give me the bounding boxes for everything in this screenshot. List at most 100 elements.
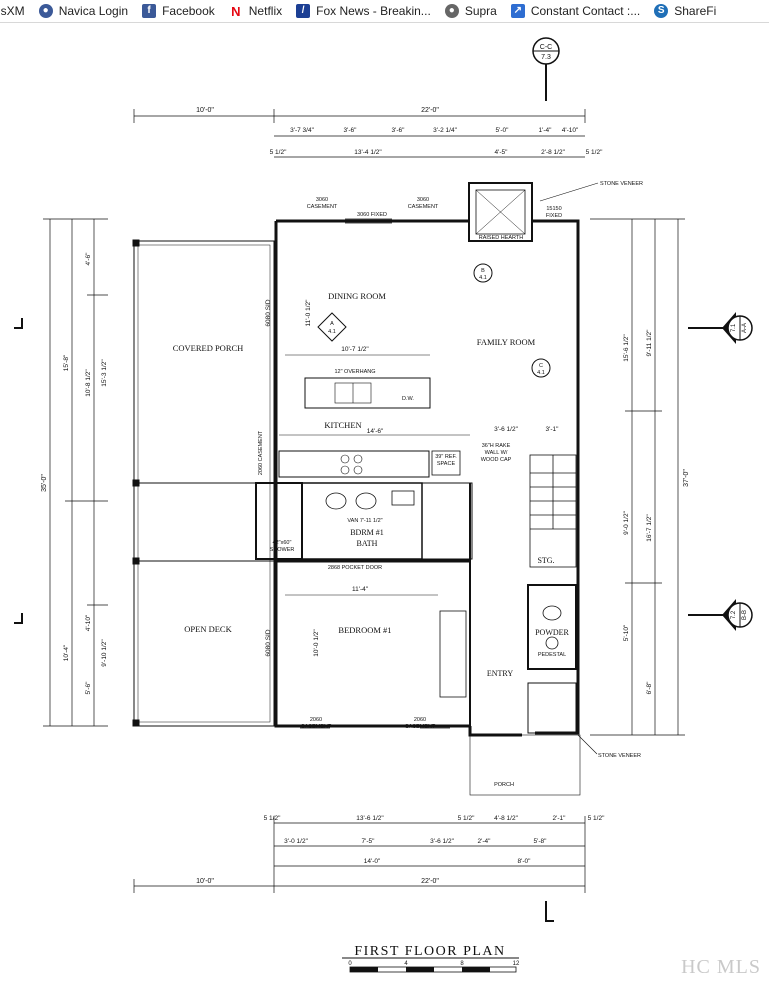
- dimension: 15'-8": [63, 354, 70, 371]
- note: 3060 FIXED: [357, 212, 387, 218]
- note: CASEMENT: [408, 204, 439, 210]
- stairs: [529, 454, 577, 568]
- top-dimensions: [133, 109, 586, 158]
- room-label-family: FAMILY ROOM: [477, 337, 536, 347]
- dimension: 13'-6 1/2": [356, 815, 384, 822]
- dimension: 14'-0": [364, 858, 381, 865]
- bookmark-netflix[interactable]: N Netflix: [228, 4, 282, 18]
- bookmark-supra[interactable]: ● Supra: [444, 4, 497, 18]
- dimension: 4'-10": [85, 614, 92, 631]
- room-label-bedroom: BEDROOM #1: [338, 625, 391, 635]
- section-marker-bottom: [545, 901, 554, 922]
- dimension: 22'-0": [421, 878, 439, 885]
- dimension: 4'-8 1/2": [494, 815, 518, 822]
- floor-plan-drawing: C-C 7.3 10'-0" 22'-0" 3'-7 3/4" 3'-6" 3'…: [14, 37, 753, 973]
- dimension: 9'-0 1/2": [623, 510, 630, 534]
- note: 39" REF.: [435, 454, 457, 460]
- dimension: 8'-0": [518, 858, 532, 865]
- dimension: 10'-4": [63, 644, 70, 661]
- dimension: 5 1/2": [264, 815, 281, 822]
- room-label-kitchen: KITCHEN: [324, 420, 361, 430]
- constant-contact-icon: ↗: [510, 4, 525, 18]
- exterior-walls: [274, 219, 580, 737]
- bookmark-sharefile[interactable]: S ShareFi: [654, 4, 716, 18]
- bookmark-siriusxm[interactable]: usXM: [0, 4, 25, 18]
- note: 6080 SID: [265, 629, 272, 656]
- dimension: 5'-0": [496, 127, 510, 134]
- window-marks: [300, 218, 450, 729]
- svg-text:12: 12: [513, 961, 520, 967]
- bookmark-facebook[interactable]: f Facebook: [142, 4, 215, 18]
- bookmark-fox-news[interactable]: / Fox News - Breakin...: [296, 4, 431, 18]
- globe-icon: ●: [444, 4, 459, 18]
- marker-text: C-C: [540, 44, 552, 51]
- note: 12" OVERHANG: [334, 369, 375, 375]
- dimension: 5 1/2": [270, 149, 287, 156]
- dimension: 10'-8 1/2": [85, 369, 92, 397]
- closet: [439, 610, 467, 698]
- left-section-markers: [14, 318, 23, 624]
- dimension: 37'-0": [683, 469, 690, 487]
- room-label-open-deck: OPEN DECK: [184, 624, 232, 634]
- svg-text:4.1: 4.1: [328, 329, 336, 335]
- dimension: 22'-0": [421, 107, 439, 114]
- dimension: 3'-6 1/2": [430, 838, 454, 845]
- svg-text:7.1: 7.1: [731, 323, 737, 332]
- dimension: 3'-6 1/2": [494, 426, 518, 433]
- svg-text:B: B: [481, 268, 485, 274]
- note: SHOWER: [270, 547, 295, 553]
- room-label-entry: ENTRY: [487, 669, 513, 678]
- note: CASEMENT: [301, 724, 332, 730]
- bath: [255, 482, 473, 560]
- note: CASEMENT: [307, 204, 338, 210]
- detail-marker-c: C 4.1: [531, 358, 551, 378]
- svg-text:4.1: 4.1: [537, 370, 545, 376]
- room-label-bath: BDRM #1: [350, 528, 384, 537]
- note: PEDESTAL: [538, 652, 566, 658]
- svg-text:A: A: [330, 321, 334, 327]
- dimension: 3'-0 1/2": [284, 838, 308, 845]
- dimension: 16'-7 1/2": [646, 514, 653, 542]
- bottom-dimensions: [133, 816, 586, 893]
- scale-bar: 0 4 8 12: [348, 961, 520, 973]
- floor-plan-image: C-C 7.3 10'-0" 22'-0" 3'-7 3/4" 3'-6" 3'…: [0, 23, 769, 985]
- dimension: 4'-10": [562, 127, 579, 134]
- note: 42"x60": [273, 540, 292, 546]
- globe-icon: ●: [38, 4, 53, 18]
- dimension: 2'-8 1/2": [541, 149, 565, 156]
- dimension: 11'-0 1/2": [305, 299, 312, 327]
- dimension: 2'-4": [478, 838, 492, 845]
- note: 36"H RAKE: [482, 443, 511, 449]
- marker-text: 7.3: [541, 54, 551, 61]
- bookmark-constant-contact[interactable]: ↗ Constant Contact :...: [510, 4, 640, 18]
- note: STONE VENEER: [600, 181, 643, 187]
- dimension: 5'-8": [534, 838, 548, 845]
- note: 6080 SID: [265, 299, 272, 326]
- dimension: 1'-4": [539, 127, 553, 134]
- room-label-powder: POWDER: [535, 628, 569, 637]
- note: 3060: [316, 197, 328, 203]
- dimension: 14'-6": [367, 428, 384, 435]
- dimension: 15'-3 1/2": [101, 359, 108, 387]
- note: 15150: [546, 206, 561, 212]
- note: STONE VENEER: [598, 753, 641, 759]
- dimension: 10'-0": [196, 878, 214, 885]
- dimension: 10'-0": [196, 107, 214, 114]
- room-label-porch: PORCH: [494, 782, 514, 788]
- dimension: 5'-6": [85, 681, 92, 695]
- dimension: 3'-1": [546, 426, 560, 433]
- sharefile-icon: S: [654, 4, 669, 18]
- bookmark-navica[interactable]: ● Navica Login: [38, 4, 128, 18]
- dimension: 2'-1": [553, 815, 567, 822]
- dimension: 3'-6": [392, 127, 406, 134]
- netflix-icon: N: [228, 4, 243, 18]
- dimension: 3'-2 1/4": [433, 127, 457, 134]
- section-marker-right-1: 7.1 A-A: [688, 312, 753, 344]
- note: RAISED HEARTH: [479, 235, 524, 241]
- dimension: 7'-5": [362, 838, 376, 845]
- detail-marker-a: A 4.1: [317, 312, 347, 342]
- left-dimensions: [43, 218, 108, 727]
- dimension: 5 1/2": [586, 149, 603, 156]
- note: VAN 7'-11 1/2": [347, 518, 382, 524]
- dimension: 3'-6": [344, 127, 358, 134]
